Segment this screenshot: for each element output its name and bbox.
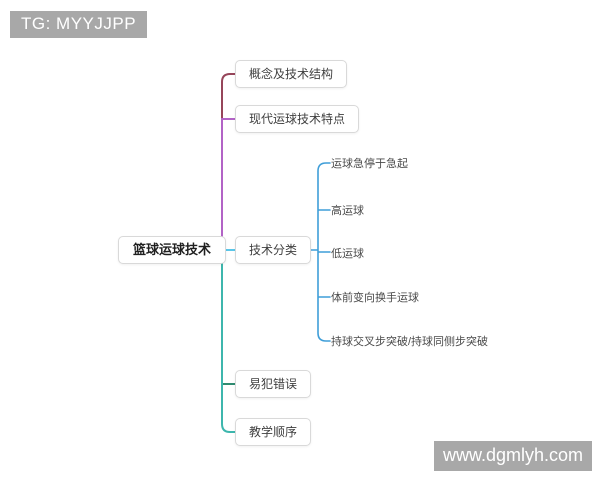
branch-node-modern[interactable]: 现代运球技术特点 (235, 105, 360, 133)
child-node-crossover[interactable]: 体前变向换手运球 (331, 292, 419, 304)
branch-connector-modern (221, 118, 236, 251)
child-node-breakthrough[interactable]: 持球交叉步突破/持球同侧步突破 (331, 336, 489, 348)
root-node[interactable]: 篮球运球技术 (118, 236, 227, 264)
branch-node-label: 易犯错误 (249, 377, 298, 391)
child-node-low-dribble[interactable]: 低运球 (331, 248, 364, 260)
child-node-stop-start[interactable]: 运球急停于急起 (331, 158, 408, 170)
branch-node-label: 技术分类 (249, 243, 298, 257)
branch-node-label: 教学顺序 (249, 425, 298, 439)
branch-node-classification[interactable]: 技术分类 (235, 236, 312, 264)
branch-connector-mistakes (221, 249, 236, 385)
branch-node-label: 概念及技术结构 (249, 67, 334, 81)
watermark-top-left: TG: MYYJJPP (10, 11, 148, 38)
branch-node-teaching[interactable]: 教学顺序 (235, 418, 312, 446)
child-node-high-dribble[interactable]: 高运球 (331, 205, 364, 217)
root-node-label: 篮球运球技术 (133, 242, 212, 257)
branch-node-concept[interactable]: 概念及技术结构 (235, 60, 348, 88)
branch-node-label: 现代运球技术特点 (249, 112, 346, 126)
watermark-bottom-right: www.dgmlyh.com (433, 441, 592, 471)
branch-connector-teaching (221, 249, 236, 433)
child-branch-connectors (309, 162, 331, 342)
branch-node-mistakes[interactable]: 易犯错误 (235, 370, 312, 398)
branch-connector-concept (221, 73, 236, 251)
